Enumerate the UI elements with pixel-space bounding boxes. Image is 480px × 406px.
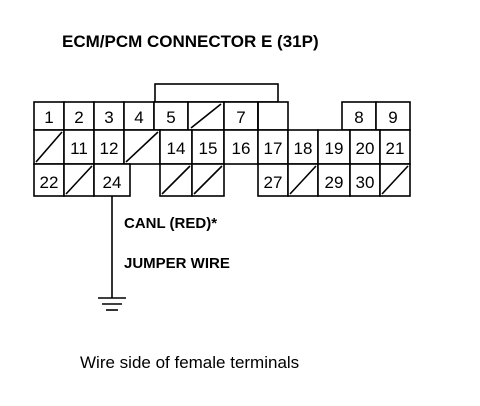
connector-row-3: 22 24 27 29 30 (33, 163, 411, 197)
pin-label: 22 (40, 173, 59, 192)
empty-slot-mark (289, 165, 317, 195)
pin-label: 18 (294, 139, 313, 158)
empty-slot-mark (35, 131, 63, 163)
connector-lock-tab (154, 83, 279, 103)
pin-label: 30 (356, 173, 375, 192)
diagram-caption: Wire side of female terminals (80, 353, 299, 372)
empty-slot-mark (193, 165, 223, 195)
pin-label: 5 (166, 108, 175, 127)
pin-label: 1 (44, 108, 53, 127)
pin-label: 4 (134, 108, 143, 127)
pin-label: 20 (356, 139, 375, 158)
connector-row-1: 1 2 3 4 5 7 8 9 (33, 101, 411, 131)
pin-label: 7 (236, 108, 245, 127)
pin-22 (33, 163, 65, 197)
pin-label: 24 (103, 173, 122, 192)
diagram-title: ECM/PCM CONNECTOR E (31P) (62, 32, 319, 51)
empty-slot-mark (381, 165, 409, 195)
empty-slot-mark (125, 131, 159, 163)
pin-label: 12 (100, 139, 119, 158)
pin-label: 29 (325, 173, 344, 192)
pin-label: 3 (104, 108, 113, 127)
jumper-label: JUMPER WIRE (124, 255, 230, 272)
pin-empty (257, 101, 289, 131)
empty-slot-mark (190, 103, 222, 129)
pin-label: 17 (264, 139, 283, 158)
pin-label: 2 (74, 108, 83, 127)
pin-label: 21 (386, 139, 405, 158)
wire-label: CANL (RED)* (124, 215, 217, 232)
pin-29 (317, 163, 351, 197)
ground-icon (98, 297, 126, 311)
pin-12 (93, 129, 125, 165)
pin-label: 8 (354, 108, 363, 127)
pin-19 (317, 129, 351, 165)
connector-row-2: 11 12 14 15 16 17 18 19 20 21 (33, 129, 411, 165)
pin-label: 19 (325, 139, 344, 158)
empty-slot-mark (161, 165, 191, 195)
empty-slot-mark (65, 165, 93, 195)
pin-label: 15 (199, 139, 218, 158)
pin-label: 9 (388, 108, 397, 127)
pin-label: 11 (70, 139, 88, 158)
pin-label: 16 (232, 139, 251, 158)
pin-label: 14 (167, 139, 186, 158)
pin-label: 27 (264, 173, 283, 192)
